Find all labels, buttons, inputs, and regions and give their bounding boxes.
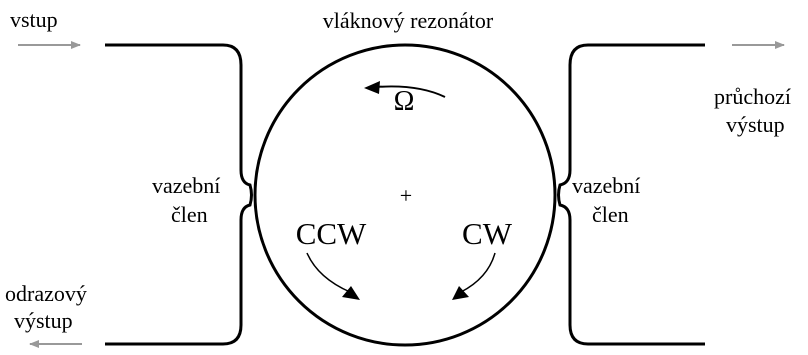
cw-arrowhead [452, 286, 469, 300]
input-label: vstup [10, 7, 58, 32]
ccw-label: CCW [296, 216, 367, 251]
center-mark: + [400, 183, 412, 208]
cw-label: CW [462, 216, 513, 251]
ccw-arrowhead [342, 286, 360, 300]
left-coupler-label-2: člen [171, 202, 208, 227]
resonator-ring [253, 43, 557, 347]
through-output-label-1: průchozí [714, 84, 791, 109]
rotation-omega-label: Ω [394, 86, 415, 117]
left-coupler-fiber [105, 43, 253, 346]
through-output-label-2: výstup [726, 112, 785, 137]
right-coupler-label-1: vazební [572, 173, 640, 198]
resonator-title: vláknový rezonátor [323, 8, 494, 33]
reflected-output-label-1: odrazový [5, 281, 87, 306]
reflected-output-label-2: výstup [14, 308, 73, 333]
ccw-arrow [306, 252, 351, 293]
right-coupler-label-2: člen [592, 202, 629, 227]
cw-arrow [460, 252, 496, 293]
right-coupler-fiber [557, 43, 705, 346]
rotation-arrow [375, 85, 446, 98]
rotation-arrowhead [364, 81, 380, 94]
left-coupler-label-1: vazební [152, 173, 220, 198]
